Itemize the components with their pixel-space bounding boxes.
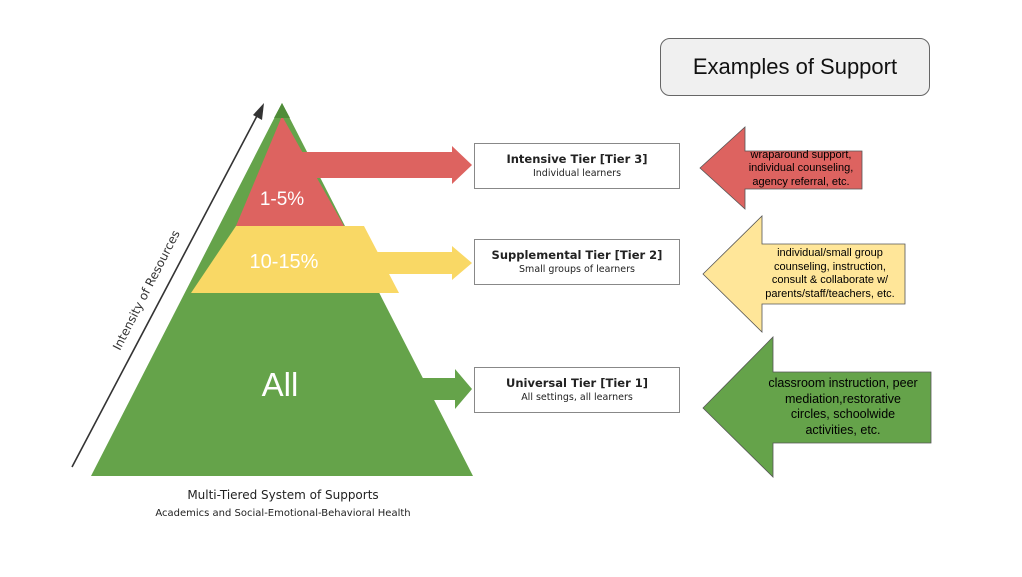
example-tier1-line: classroom instruction, peer — [768, 376, 918, 390]
tier1-arrow — [418, 369, 472, 409]
tier3-name: Intensive Tier [Tier 3] — [506, 152, 648, 166]
example-arrow-tier1 — [702, 336, 932, 478]
tier2-arrow — [360, 246, 472, 280]
example-tier2-line: individual/small group — [777, 247, 883, 259]
example-arrow-tier2 — [702, 215, 906, 333]
example-tier3-line: individual counseling, — [748, 162, 854, 175]
tier2-percent-label: 10-15% — [250, 251, 319, 273]
tier2-description: Small groups of learners — [519, 264, 635, 275]
tier2-box: Supplemental Tier [Tier 2] Small groups … — [474, 239, 680, 285]
example-text-tier3: wraparound support, individual counselin… — [738, 147, 864, 191]
pyramid-caption: Multi-Tiered System of Supports — [187, 488, 378, 502]
tier1-description: All settings, all learners — [521, 392, 633, 403]
pyramid-apex — [274, 103, 290, 118]
intensity-axis-line — [71, 113, 259, 468]
tier1-name: Universal Tier [Tier 1] — [505, 376, 649, 390]
example-tier2-line: parents/staff/teachers, etc. — [765, 287, 895, 300]
example-tier1-line: circles, schoolwide — [790, 407, 896, 421]
example-tier2-line: counseling, instruction, — [774, 260, 886, 273]
pyramid-tier2-supplemental — [191, 226, 399, 293]
example-text-tier1: classroom instruction, peer mediation,re… — [750, 372, 936, 442]
example-tier3-line: agency referral, etc. — [752, 175, 850, 188]
pyramid-tier3-intensive — [236, 116, 344, 226]
header-title: Examples of Support — [692, 54, 898, 79]
intensity-axis-arrowhead — [253, 103, 264, 120]
tier1-box: Universal Tier [Tier 1] All settings, al… — [474, 367, 680, 413]
tier3-percent-label: 1-5% — [260, 189, 304, 210]
tier3-arrow — [300, 146, 472, 184]
examples-of-support-header: Examples of Support — [660, 38, 930, 96]
pyramid-subcaption: Academics and Social-Emotional-Behaviora… — [155, 508, 410, 519]
example-tier1-line: mediation,restorative — [784, 391, 902, 406]
tier1-percent-label: All — [262, 366, 299, 403]
tier2-name: Supplemental Tier [Tier 2] — [491, 248, 663, 262]
tier3-box: Intensive Tier [Tier 3] Individual learn… — [474, 143, 680, 189]
example-tier2-line: consult & collaborate w/ — [771, 274, 889, 286]
example-tier1-line: activities, etc. — [805, 422, 881, 437]
example-arrow-tier3 — [699, 126, 863, 210]
tier3-description: Individual learners — [532, 168, 622, 179]
example-text-tier2: individual/small group counseling, instr… — [752, 244, 908, 304]
example-tier3-line: wraparound support, — [750, 148, 852, 161]
